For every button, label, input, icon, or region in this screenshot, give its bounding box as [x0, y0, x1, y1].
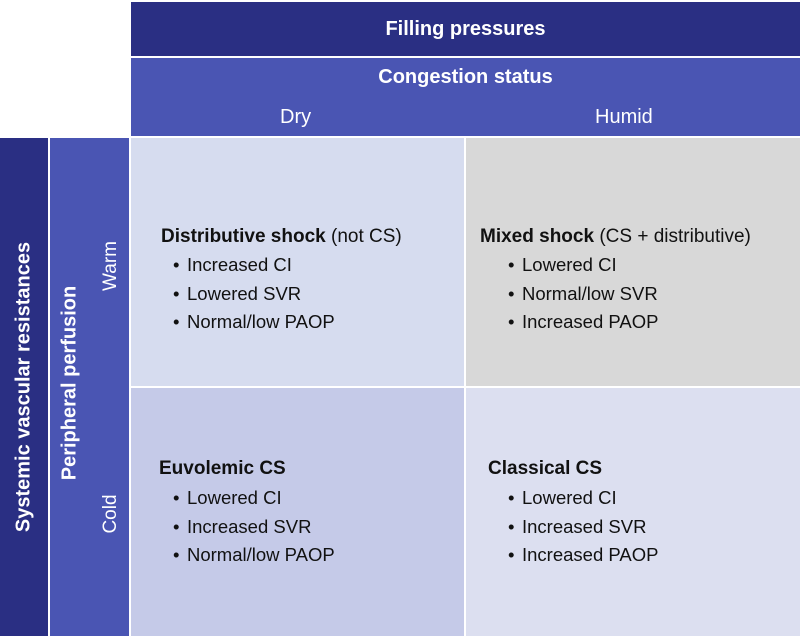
- list-item: Increased SVR: [173, 513, 335, 542]
- quadrant-title-bold: Classical CS: [488, 458, 603, 479]
- peripheral-perfusion-label: Peripheral perfusion: [58, 285, 81, 481]
- quadrant-cold-dry: Euvolemic CS Lowered CI Increased SVR No…: [131, 388, 464, 636]
- quadrant-title-qualifier: (not CS): [325, 226, 402, 247]
- congestion-status-header: Congestion status Dry Humid: [131, 58, 800, 136]
- quadrant-bullet-list: Lowered CI Increased SVR Normal/low PAOP: [173, 484, 335, 570]
- quadrant-warm-humid: Mixed shock (CS + distributive) Lowered …: [466, 138, 800, 386]
- column-label-humid: Humid: [595, 106, 653, 128]
- list-item: Lowered SVR: [173, 280, 335, 309]
- list-item: Normal/low SVR: [508, 280, 658, 309]
- quadrant-title: Euvolemic CS: [159, 458, 286, 480]
- filling-pressures-header: Filling pressures: [131, 2, 800, 56]
- quadrant-title-bold: Distributive shock: [161, 226, 326, 247]
- list-item: Increased SVR: [508, 513, 658, 542]
- list-item: Lowered CI: [173, 484, 335, 513]
- quadrant-bullet-list: Lowered CI Increased SVR Increased PAOP: [508, 484, 658, 570]
- quadrant-warm-dry: Distributive shock (not CS) Increased CI…: [131, 138, 464, 386]
- systemic-vascular-resistances-band: Systemic vascular resistances: [0, 138, 48, 636]
- column-label-dry: Dry: [280, 106, 312, 128]
- row-label-cold: Cold: [100, 494, 121, 534]
- filling-pressures-label: Filling pressures: [385, 17, 546, 40]
- list-item: Lowered CI: [508, 251, 658, 280]
- list-item: Increased PAOP: [508, 541, 658, 570]
- quadrant-title-bold: Euvolemic CS: [159, 458, 286, 479]
- list-item: Increased CI: [173, 251, 335, 280]
- row-label-warm: Warm: [100, 241, 121, 291]
- quadrant-bullet-list: Increased CI Lowered SVR Normal/low PAOP: [173, 251, 335, 337]
- quadrant-title-bold: Mixed shock: [480, 226, 595, 247]
- list-item: Normal/low PAOP: [173, 308, 335, 337]
- list-item: Lowered CI: [508, 484, 658, 513]
- quadrant-title: Distributive shock (not CS): [161, 226, 402, 248]
- systemic-vascular-resistances-label: Systemic vascular resistances: [12, 241, 35, 533]
- quadrant-cold-humid: Classical CS Lowered CI Increased SVR In…: [466, 388, 800, 636]
- list-item: Increased PAOP: [508, 308, 658, 337]
- quadrant-title: Classical CS: [488, 458, 602, 480]
- quadrant-title: Mixed shock (CS + distributive): [480, 226, 751, 248]
- congestion-status-label: Congestion status: [378, 66, 553, 88]
- quadrant-title-qualifier: (CS + distributive): [594, 226, 751, 247]
- peripheral-perfusion-band: Peripheral perfusion Warm Cold: [50, 138, 129, 636]
- quadrant-bullet-list: Lowered CI Normal/low SVR Increased PAOP: [508, 251, 658, 337]
- list-item: Normal/low PAOP: [173, 541, 335, 570]
